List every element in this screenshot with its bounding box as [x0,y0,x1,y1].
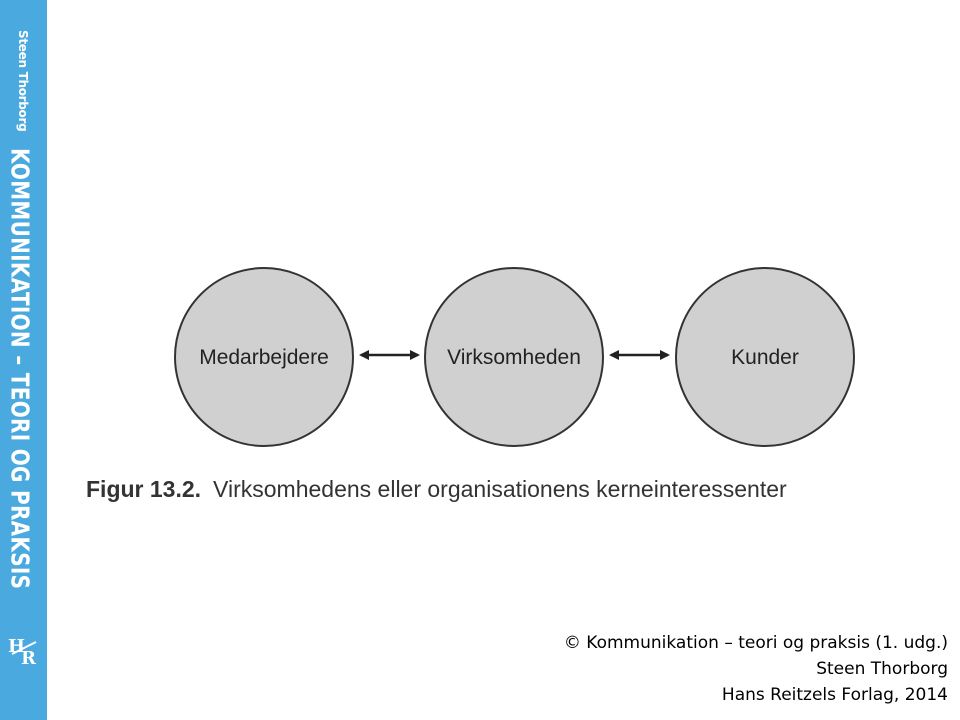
node-medarbejdere: Medarbejdere [174,267,354,447]
node-kunder-label: Kunder [731,346,799,369]
figure-caption: Figur 13.2. Virksomhedens eller organisat… [86,476,787,503]
figure-caption-text: Virksomhedens eller organisationens kern… [213,476,787,502]
publisher-logo-h: H [8,636,25,657]
copyright-line-publisher: Hans Reitzels Forlag, 2014 [721,685,948,705]
node-medarbejdere-label: Medarbejdere [199,346,329,369]
node-kunder-circle [675,267,855,447]
copyright-block: © Kommunikation – teori og praksis (1. u… [564,630,948,708]
figure-number: Figur 13.2. [86,476,202,502]
node-virksomheden-label: Virksomheden [447,346,581,369]
node-kunder: Kunder [675,267,855,447]
copyright-line-title: © Kommunikation – teori og praksis (1. u… [563,633,948,653]
publisher-logo-r: R [21,648,37,668]
publisher-logo-icon: H R [8,636,37,668]
book-spine: Steen Thorborg KOMMUNIKATION – TEORI OG … [0,0,47,720]
node-virksomheden: Virksomheden [424,267,604,447]
publisher-logo-slash [11,641,37,655]
node-virksomheden-circle [424,267,604,447]
node-medarbejdere-circle [174,267,354,447]
copyright-line-author: Steen Thorborg [816,659,948,679]
